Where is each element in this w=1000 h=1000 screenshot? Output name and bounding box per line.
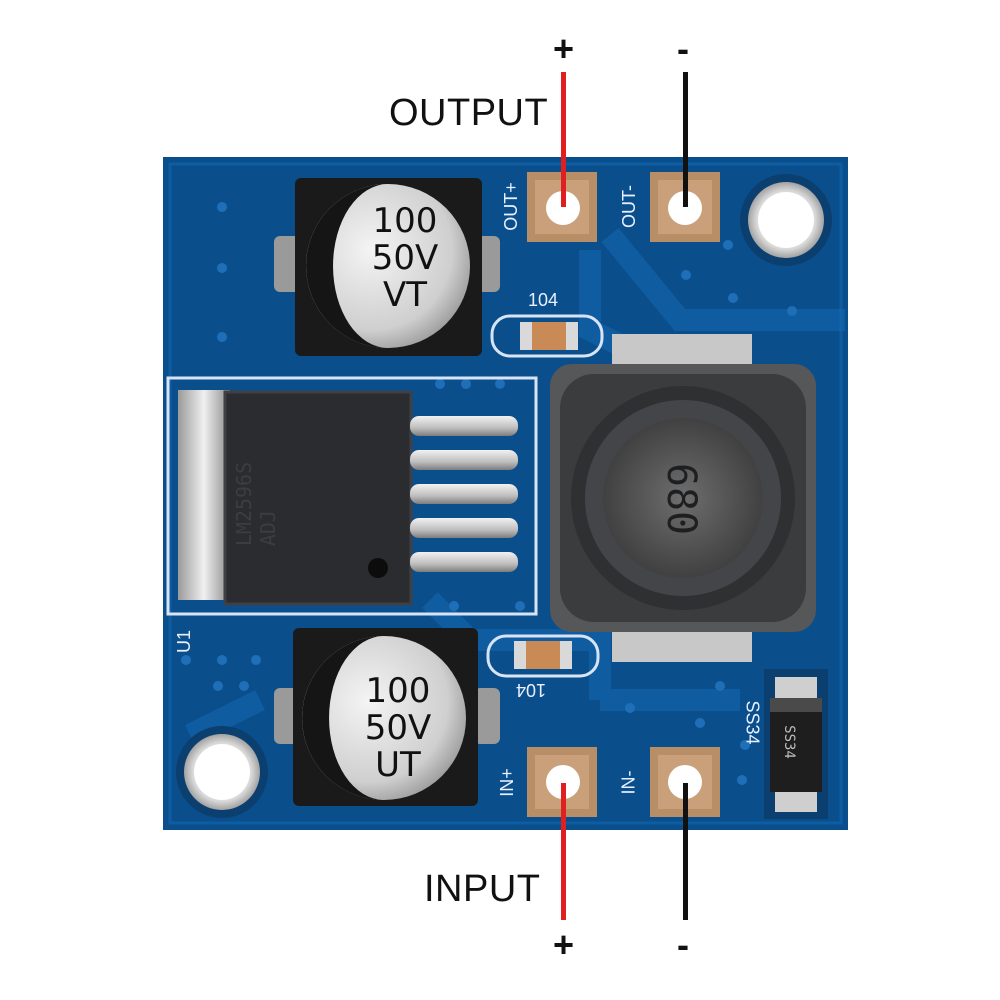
input-label: INPUT xyxy=(424,868,541,910)
input-minus-sign: - xyxy=(677,924,689,965)
input-plus-sign: + xyxy=(553,924,575,965)
diode-marking: SS34 xyxy=(780,725,797,759)
cap-bottom-line1: 100 xyxy=(365,671,431,711)
output-label: OUTPUT xyxy=(389,92,549,134)
silk-cap-bottom-code: 104 xyxy=(516,680,547,700)
cap-bottom-marking: 100 50V UT xyxy=(343,673,453,784)
silk-diode-label: SS34 xyxy=(742,700,763,745)
cap-bottom-line2: 50V xyxy=(364,708,432,748)
silk-out-plus: OUT+ xyxy=(500,182,521,231)
input-negative-wire xyxy=(683,783,688,920)
output-plus-sign: + xyxy=(553,28,575,69)
chip-line2: ADJ xyxy=(256,510,281,547)
cap-top-line3: VT xyxy=(382,275,428,315)
silk-u1: U1 xyxy=(174,629,195,654)
cap-top-line1: 100 xyxy=(372,201,438,241)
silk-cap-top-code: 104 xyxy=(528,290,559,310)
inductor-marking: 680 xyxy=(658,462,705,536)
silk-in-plus: IN+ xyxy=(496,768,517,797)
cap-top-line2: 50V xyxy=(371,238,439,278)
chip-marking: LM2596S ADJ xyxy=(232,462,280,546)
output-positive-wire xyxy=(561,72,566,207)
output-minus-sign: - xyxy=(677,28,689,69)
cap-bottom-line3: UT xyxy=(375,745,421,785)
silk-in-minus: IN- xyxy=(618,770,639,795)
silk-out-minus: OUT- xyxy=(619,185,639,228)
output-negative-wire xyxy=(683,72,688,207)
chip-line1: LM2596S xyxy=(232,461,257,547)
input-positive-wire xyxy=(561,783,566,920)
cap-top-marking: 100 50V VT xyxy=(350,203,460,314)
